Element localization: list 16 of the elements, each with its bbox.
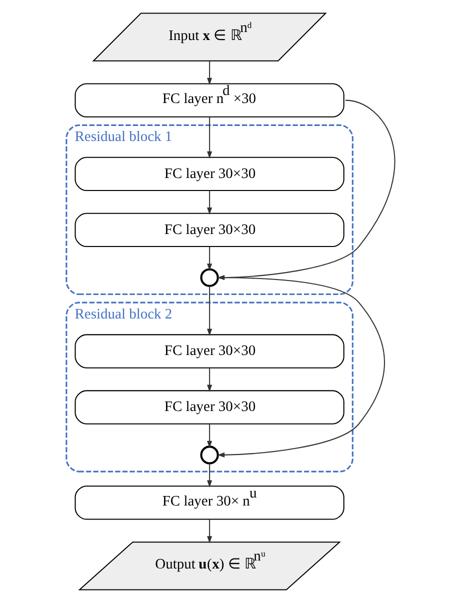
- node-box: FC layer 30×30: [74, 156, 344, 191]
- arrow: [207, 116, 212, 158]
- arrow: [207, 286, 212, 336]
- arrow: [207, 246, 212, 270]
- arrow: [207, 60, 212, 85]
- node-box: FC layer 30×30: [74, 334, 344, 368]
- arrow: [207, 190, 212, 214]
- node-circle: [200, 445, 219, 464]
- arrow: [207, 518, 212, 543]
- arrow: [207, 367, 212, 392]
- arrow: [217, 276, 385, 457]
- node-circle: [200, 268, 219, 286]
- node-box: FC layer 30×30: [74, 390, 344, 424]
- node-box: FC layer 30×30: [74, 212, 344, 247]
- arrow: [207, 424, 212, 448]
- arrow: [207, 463, 212, 488]
